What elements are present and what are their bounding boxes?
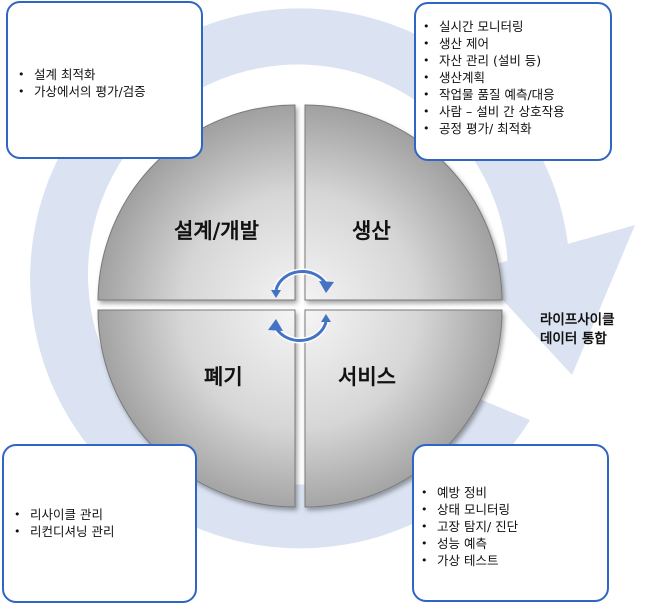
list-item: 공정 평가/ 최적화 bbox=[419, 120, 610, 137]
production-callout-box: 실시간 모니터링 생산 제어 자산 관리 (설비 등) 생산계획 작업물 품질 … bbox=[414, 2, 612, 161]
list-item: 고장 탐지/ 진단 bbox=[417, 518, 607, 535]
list-item: 리사이클 관리 bbox=[10, 506, 195, 523]
quadrant-design bbox=[97, 104, 296, 301]
quadrant-production bbox=[304, 104, 503, 301]
quadrant-label-disposal: 폐기 bbox=[204, 365, 243, 389]
list-item: 생산 제어 bbox=[419, 35, 610, 52]
list-item: 실시간 모니터링 bbox=[419, 18, 610, 35]
quadrant-label-production: 생산 bbox=[352, 219, 391, 243]
list-item: 리컨디셔닝 관리 bbox=[10, 523, 195, 540]
service-list: 예방 정비 상태 모니터링 고장 탐지/ 진단 성능 예측 가상 테스트 bbox=[417, 484, 607, 569]
list-item: 생산계획 bbox=[419, 69, 610, 86]
disposal-callout-box: 리사이클 관리 리컨디셔닝 관리 bbox=[2, 444, 197, 603]
list-item: 사람 – 설비 간 상호작용 bbox=[419, 103, 610, 120]
design-callout-box: 설계 최적화 가상에서의 평가/검증 bbox=[6, 1, 203, 159]
list-item: 성능 예측 bbox=[417, 535, 607, 552]
lifecycle-integration-label: 라이프사이클 데이터 통합 bbox=[540, 311, 615, 349]
rotate-arrow-top-icon bbox=[271, 268, 334, 298]
production-list: 실시간 모니터링 생산 제어 자산 관리 (설비 등) 생산계획 작업물 품질 … bbox=[419, 18, 610, 137]
list-item: 가상 테스트 bbox=[417, 552, 607, 569]
disposal-list: 리사이클 관리 리컨디셔닝 관리 bbox=[10, 506, 195, 540]
quadrant-label-design: 설계/개발 bbox=[174, 219, 259, 243]
list-item: 설계 최적화 bbox=[14, 66, 201, 83]
quadrant-label-service: 서비스 bbox=[338, 365, 396, 389]
cycle-arrow-icon bbox=[30, 8, 635, 549]
list-item: 예방 정비 bbox=[417, 484, 607, 501]
design-list: 설계 최적화 가상에서의 평가/검증 bbox=[14, 66, 201, 100]
list-item: 가상에서의 평가/검증 bbox=[14, 83, 201, 100]
list-item: 상태 모니터링 bbox=[417, 501, 607, 518]
rotate-arrow-bottom-icon bbox=[268, 314, 331, 344]
list-item: 자산 관리 (설비 등) bbox=[419, 52, 610, 69]
service-callout-box: 예방 정비 상태 모니터링 고장 탐지/ 진단 성능 예측 가상 테스트 bbox=[412, 444, 609, 602]
lifecycle-label-line2: 데이터 통합 bbox=[540, 331, 607, 347]
list-item: 작업물 품질 예측/대응 bbox=[419, 86, 610, 103]
lifecycle-label-line1: 라이프사이클 bbox=[540, 312, 615, 328]
